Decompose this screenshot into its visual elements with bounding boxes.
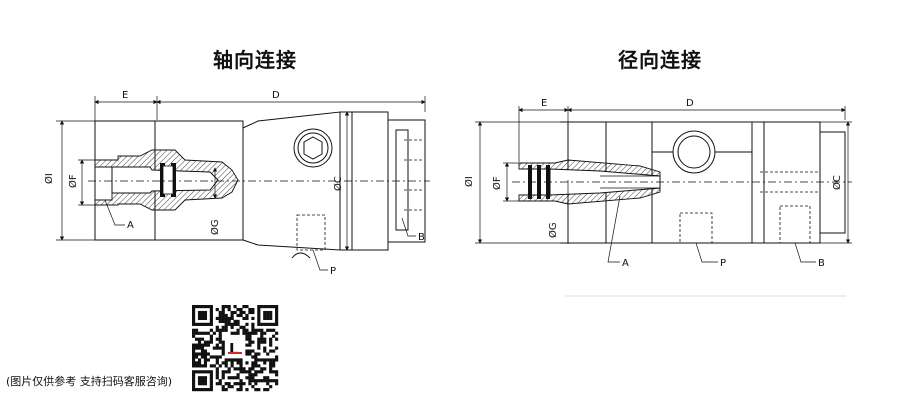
port-p-hidden bbox=[296, 214, 326, 251]
qr-logo-icon: L bbox=[227, 340, 243, 358]
leader-a bbox=[104, 199, 125, 226]
label-c: ØC bbox=[332, 176, 344, 191]
label-i: ØI bbox=[43, 173, 55, 184]
port-b-block bbox=[395, 129, 409, 231]
passage-hidden-r bbox=[760, 171, 820, 193]
hex-socket-icon bbox=[303, 136, 323, 160]
label-g: ØG bbox=[209, 219, 221, 235]
leader-p bbox=[312, 249, 328, 271]
label-c-r: ØC bbox=[831, 175, 843, 190]
label-e: E bbox=[122, 90, 128, 101]
label-p: P bbox=[330, 266, 336, 277]
seal-gap bbox=[162, 165, 174, 195]
label-i-r: ØI bbox=[463, 176, 475, 187]
seal-ring-1 bbox=[160, 163, 165, 197]
housing-ring-r bbox=[751, 121, 765, 244]
port-inner-r bbox=[677, 135, 711, 169]
radial-drawing: E D ØI ØF bbox=[463, 98, 852, 297]
leader-a-r bbox=[607, 195, 621, 263]
label-d: D bbox=[272, 90, 280, 101]
title-radial-connection: 径向连接 bbox=[618, 48, 702, 72]
caption-text: (图片仅供参考 支持扫码客服咨询) bbox=[6, 375, 173, 388]
leader-b bbox=[401, 217, 416, 237]
break-line bbox=[291, 252, 311, 259]
label-a-r: A bbox=[622, 258, 629, 269]
port-b-hidden-r bbox=[779, 205, 811, 244]
housing-end-r bbox=[819, 131, 846, 234]
label-f-r: ØF bbox=[491, 176, 503, 190]
leader-b-r bbox=[794, 242, 816, 263]
axial-drawing: E D ØI ØF bbox=[43, 90, 430, 277]
leader-p-r bbox=[695, 242, 718, 263]
label-p-r: P bbox=[720, 258, 726, 269]
label-f: ØF bbox=[67, 174, 79, 188]
label-e-r: E bbox=[541, 98, 547, 109]
port-b-hidden bbox=[404, 139, 424, 211]
housing-rear-r bbox=[763, 121, 821, 244]
label-b: B bbox=[418, 232, 425, 243]
port-p-hidden-r bbox=[679, 212, 713, 244]
label-b-r: B bbox=[818, 258, 825, 269]
label-a: A bbox=[127, 220, 134, 231]
chamfer-r bbox=[560, 121, 568, 244]
seal-ring-2 bbox=[171, 163, 176, 197]
qr-logo-letter: L bbox=[229, 340, 239, 358]
title-axial-connection: 轴向连接 bbox=[213, 48, 297, 72]
qr-logo-bar bbox=[228, 352, 242, 354]
label-g-r: ØG bbox=[547, 222, 559, 238]
label-d-r: D bbox=[686, 98, 694, 109]
